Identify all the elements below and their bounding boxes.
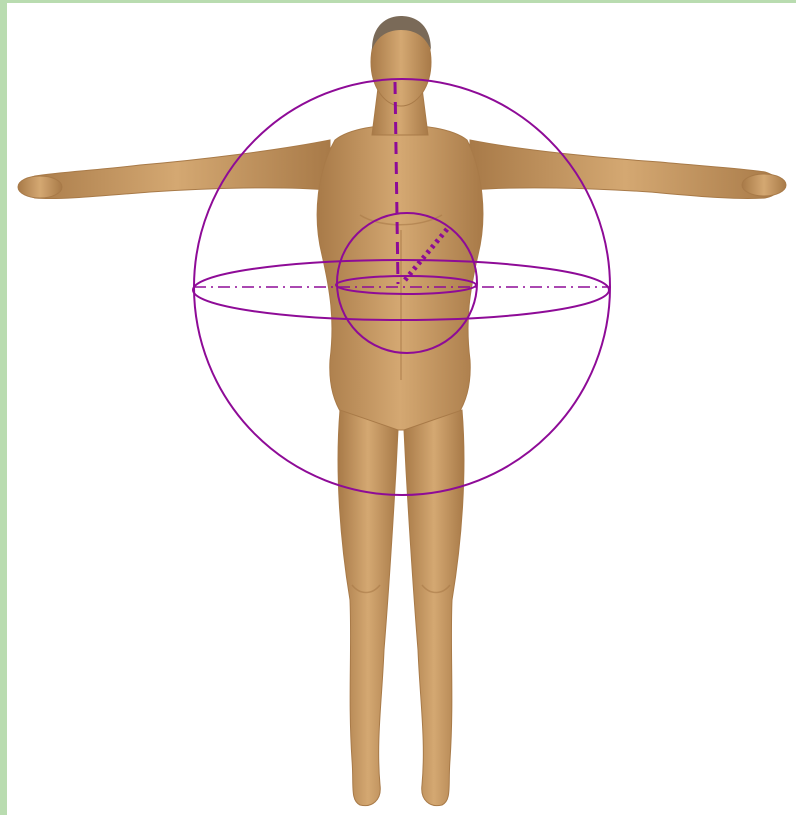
human-figure bbox=[18, 16, 786, 806]
right-leg bbox=[404, 410, 464, 806]
left-arm bbox=[23, 140, 330, 199]
right-arm bbox=[470, 140, 780, 199]
left-hand bbox=[18, 176, 62, 198]
left-leg bbox=[338, 410, 398, 806]
torso bbox=[317, 125, 483, 430]
right-hand bbox=[742, 174, 786, 196]
